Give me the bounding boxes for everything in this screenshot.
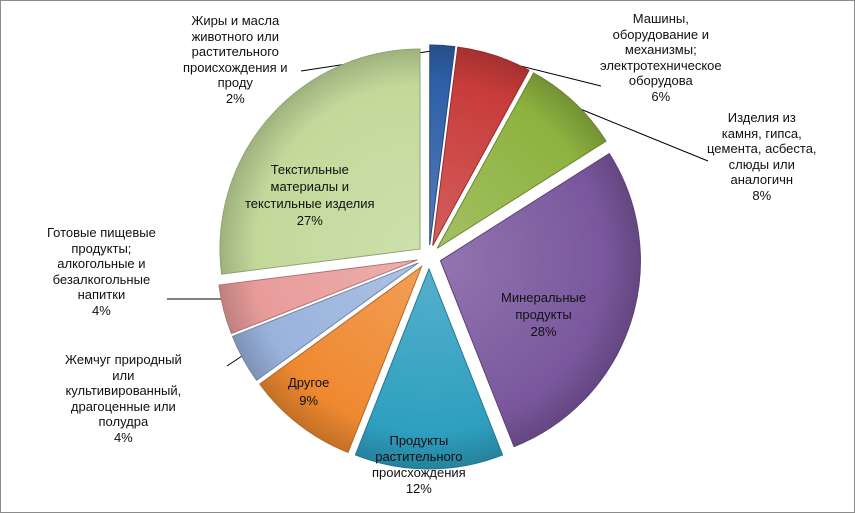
pie-slice-7 xyxy=(218,259,418,335)
label-textiles: Текстильные материалы и текстильные изде… xyxy=(245,162,375,228)
pie-slice-8 xyxy=(219,48,421,275)
pie-slice-6 xyxy=(231,262,419,382)
label-stone-products: Изделия из камня, гипса, цемента, асбест… xyxy=(707,110,817,203)
label-mineral-products: Минеральные продукты 28% xyxy=(501,290,587,339)
label-vegetable-products: Продукты растительного происхождения 12% xyxy=(372,433,466,496)
pie-slice-0 xyxy=(429,44,456,246)
pie-slice-3 xyxy=(439,152,641,448)
leader-line-2 xyxy=(571,104,709,162)
pie-slice-1 xyxy=(432,46,530,246)
label-prepared-food: Готовые пищевые продукты; алкогольные и … xyxy=(47,225,156,318)
pie-slice-5 xyxy=(259,265,423,454)
label-machinery: Машины, оборудование и механизмы; электр… xyxy=(600,11,722,104)
label-other: Другое 9% xyxy=(288,375,330,408)
pie-slice-4 xyxy=(354,267,504,470)
label-pearls: Жемчуг природный или культивированный, д… xyxy=(65,352,182,445)
label-fats-oils: Жиры и масла животного или растительного… xyxy=(183,13,288,106)
pie-slice-2 xyxy=(436,72,607,249)
